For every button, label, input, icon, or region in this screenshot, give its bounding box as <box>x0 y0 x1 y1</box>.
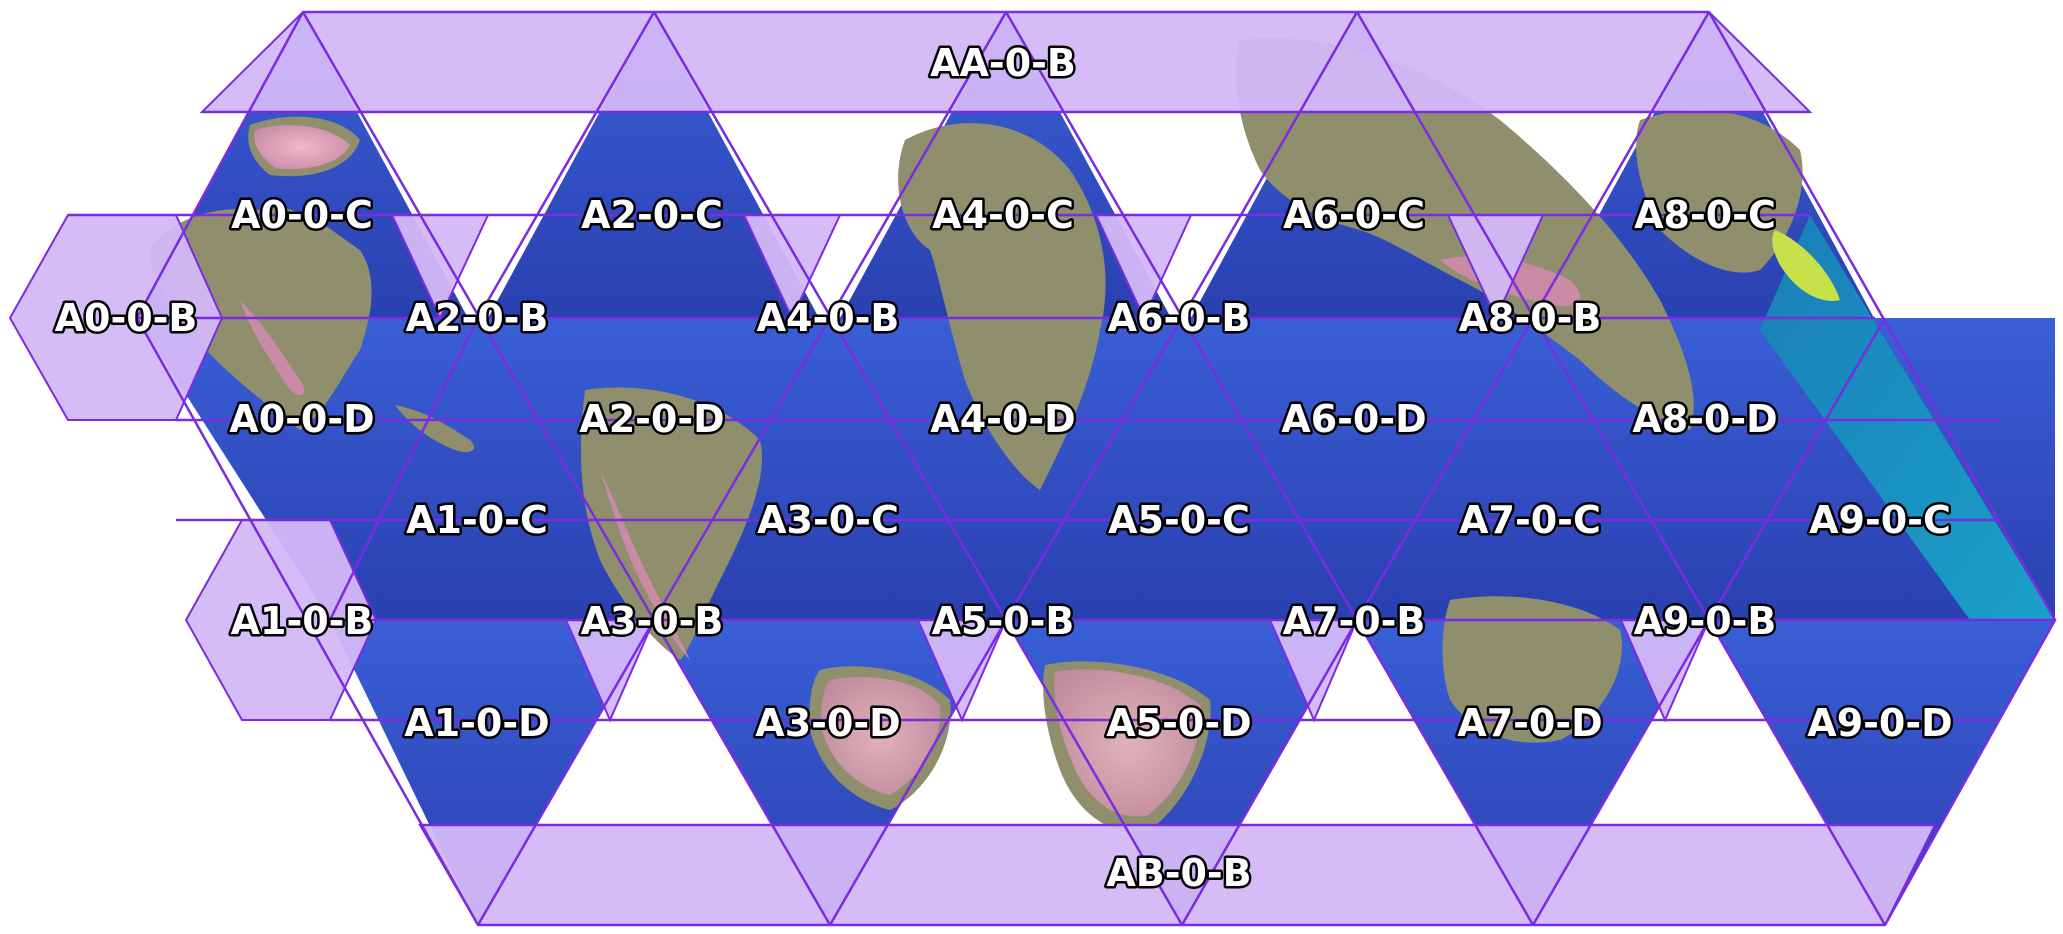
cell-label-A0-0-D: A0-0-D <box>229 397 374 441</box>
cell-label-A4-0-B: A4-0-B <box>757 296 900 340</box>
cell-label-A5-0-C: A5-0-C <box>1108 498 1250 542</box>
cell-label-A1-0-B: A1-0-B <box>231 599 374 643</box>
cell-label-A2-0-B: A2-0-B <box>406 296 549 340</box>
cell-overlays <box>8 11 1937 926</box>
cell-label-A0-0-B: A0-0-B <box>55 296 198 340</box>
cell-labels: AA-0-B A0-0-C A2-0-C A4-0-C A6-0-C A8-0-… <box>52 39 1955 898</box>
cell-label-A5-0-B: A5-0-B <box>932 599 1075 643</box>
cell-label-A8-0-B: A8-0-B <box>1459 296 1602 340</box>
cell-label-A9-0-C: A9-0-C <box>1809 498 1951 542</box>
cell-label-A9-0-B: A9-0-B <box>1634 599 1777 643</box>
cell-label-A1-0-D: A1-0-D <box>404 701 549 745</box>
cell-label-A6-0-D: A6-0-D <box>1281 397 1426 441</box>
hexagon-grid <box>68 10 2057 927</box>
south-america-land <box>580 387 762 660</box>
rocky-mountains <box>240 300 305 396</box>
cell-label-A2-0-C: A2-0-C <box>581 193 723 237</box>
cell-label-A4-0-D: A4-0-D <box>930 397 1075 441</box>
cell-label-A7-0-D: A7-0-D <box>1457 701 1602 745</box>
australia-land <box>1442 596 1622 743</box>
antarctic-ice-2 <box>1054 669 1201 817</box>
cell-label-A4-0-C: A4-0-C <box>932 193 1074 237</box>
cell-label-A6-0-B: A6-0-B <box>1108 296 1251 340</box>
cell-label-A5-0-D: A5-0-D <box>1106 701 1251 745</box>
cell-label-A8-0-D: A8-0-D <box>1632 397 1777 441</box>
cell-label-A1-0-C: A1-0-C <box>406 498 548 542</box>
cell-label-A3-0-D: A3-0-D <box>755 701 900 745</box>
central-america-land <box>395 405 475 452</box>
antarctic-ice-1 <box>821 677 941 795</box>
cell-label-A2-0-D: A2-0-D <box>579 397 724 441</box>
northeast-asia-land <box>1636 110 1803 273</box>
cell-label-AB-0-B: AB-0-B <box>1106 851 1251 895</box>
cell-label-A7-0-C: A7-0-C <box>1459 498 1601 542</box>
cell-label-A9-0-D: A9-0-D <box>1807 701 1952 745</box>
cell-label-A6-0-C: A6-0-C <box>1283 193 1425 237</box>
cell-label-AA-0-B: AA-0-B <box>930 41 1076 85</box>
greenland-highlight <box>1772 230 1840 301</box>
arctic-ice <box>254 125 350 170</box>
cell-label-A7-0-B: A7-0-B <box>1283 599 1426 643</box>
cell-label-A0-0-C: A0-0-C <box>231 193 373 237</box>
cell-label-A8-0-C: A8-0-C <box>1634 193 1776 237</box>
cell-label-A3-0-B: A3-0-B <box>581 599 724 643</box>
cell-label-A3-0-C: A3-0-C <box>757 498 899 542</box>
